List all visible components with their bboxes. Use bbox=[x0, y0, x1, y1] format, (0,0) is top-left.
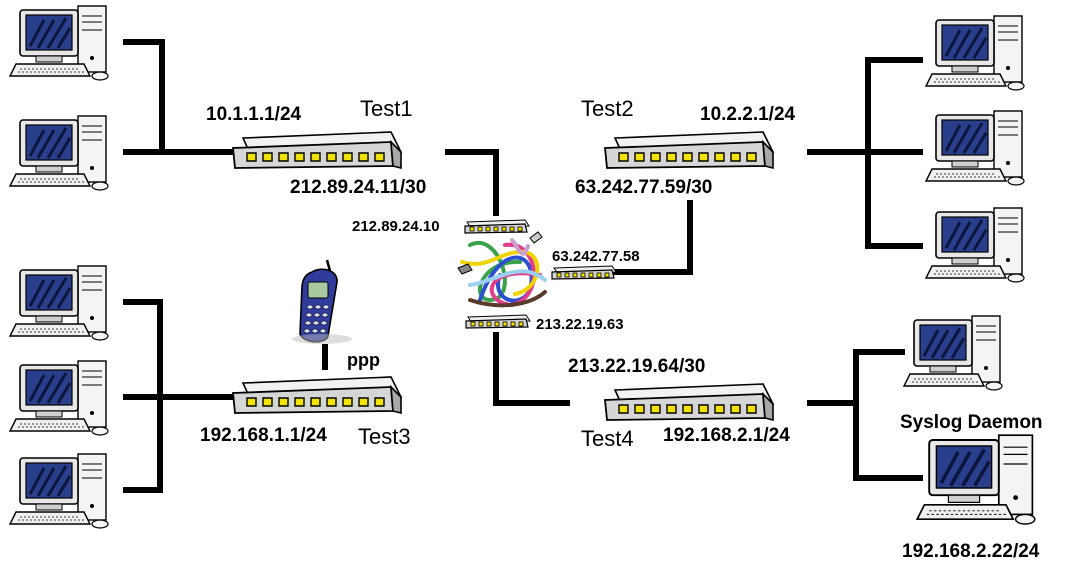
test2-name: Test2 bbox=[581, 96, 634, 121]
computer-icon bbox=[8, 264, 110, 342]
computer-icon bbox=[8, 4, 110, 82]
computer-icon bbox=[924, 14, 1026, 92]
router-test2-icon bbox=[604, 131, 774, 169]
cloud-port-b: 63.242.77.58 bbox=[552, 248, 640, 265]
test3-name: Test3 bbox=[358, 424, 411, 449]
connection-lines bbox=[123, 39, 923, 493]
test2-wan-ip: 63.242.77.59/30 bbox=[575, 177, 712, 198]
test3-lan-ip: 192.168.1.1/24 bbox=[200, 425, 327, 446]
syslog-server-icon bbox=[915, 433, 1037, 526]
computer-icon bbox=[8, 114, 110, 192]
test1-lan-ip: 10.1.1.1/24 bbox=[206, 104, 302, 125]
syslog-label: Syslog Daemon bbox=[900, 412, 1043, 433]
test1-wan-ip: 212.89.24.11/30 bbox=[290, 177, 426, 198]
computer-icon bbox=[8, 452, 110, 530]
router-test4-icon bbox=[604, 383, 774, 421]
test1-name: Test1 bbox=[360, 96, 413, 121]
cloud-port-c: 213.22.19.63 bbox=[536, 316, 624, 333]
computer-icon bbox=[902, 314, 1004, 392]
syslog-ip: 192.168.2.22/24 bbox=[902, 541, 1040, 562]
link-test1-cloud bbox=[445, 149, 499, 216]
computer-icon bbox=[8, 359, 110, 437]
link-test4-cloud bbox=[493, 332, 570, 406]
test3-link: ppp bbox=[347, 350, 380, 370]
router-test3-icon bbox=[232, 376, 402, 414]
link-test2-lan bbox=[807, 57, 923, 249]
link-test2-cloud bbox=[609, 200, 693, 275]
test4-lan-ip: 192.168.2.1/24 bbox=[663, 425, 790, 446]
mobile-phone-icon bbox=[292, 259, 352, 344]
link-test1-lan bbox=[123, 39, 236, 155]
computer-icon bbox=[924, 109, 1026, 187]
link-test3-lan bbox=[123, 299, 236, 493]
test4-wan-ip: 213.22.19.64/30 bbox=[568, 356, 705, 377]
cloud-port-a: 212.89.24.10 bbox=[352, 218, 440, 235]
link-test4-lan bbox=[807, 349, 923, 481]
cable-cloud-icon bbox=[457, 219, 617, 329]
test2-lan-ip: 10.2.2.1/24 bbox=[700, 104, 796, 125]
test4-name: Test4 bbox=[581, 426, 634, 451]
computer-icon bbox=[924, 206, 1026, 284]
router-test1-icon bbox=[232, 131, 402, 169]
